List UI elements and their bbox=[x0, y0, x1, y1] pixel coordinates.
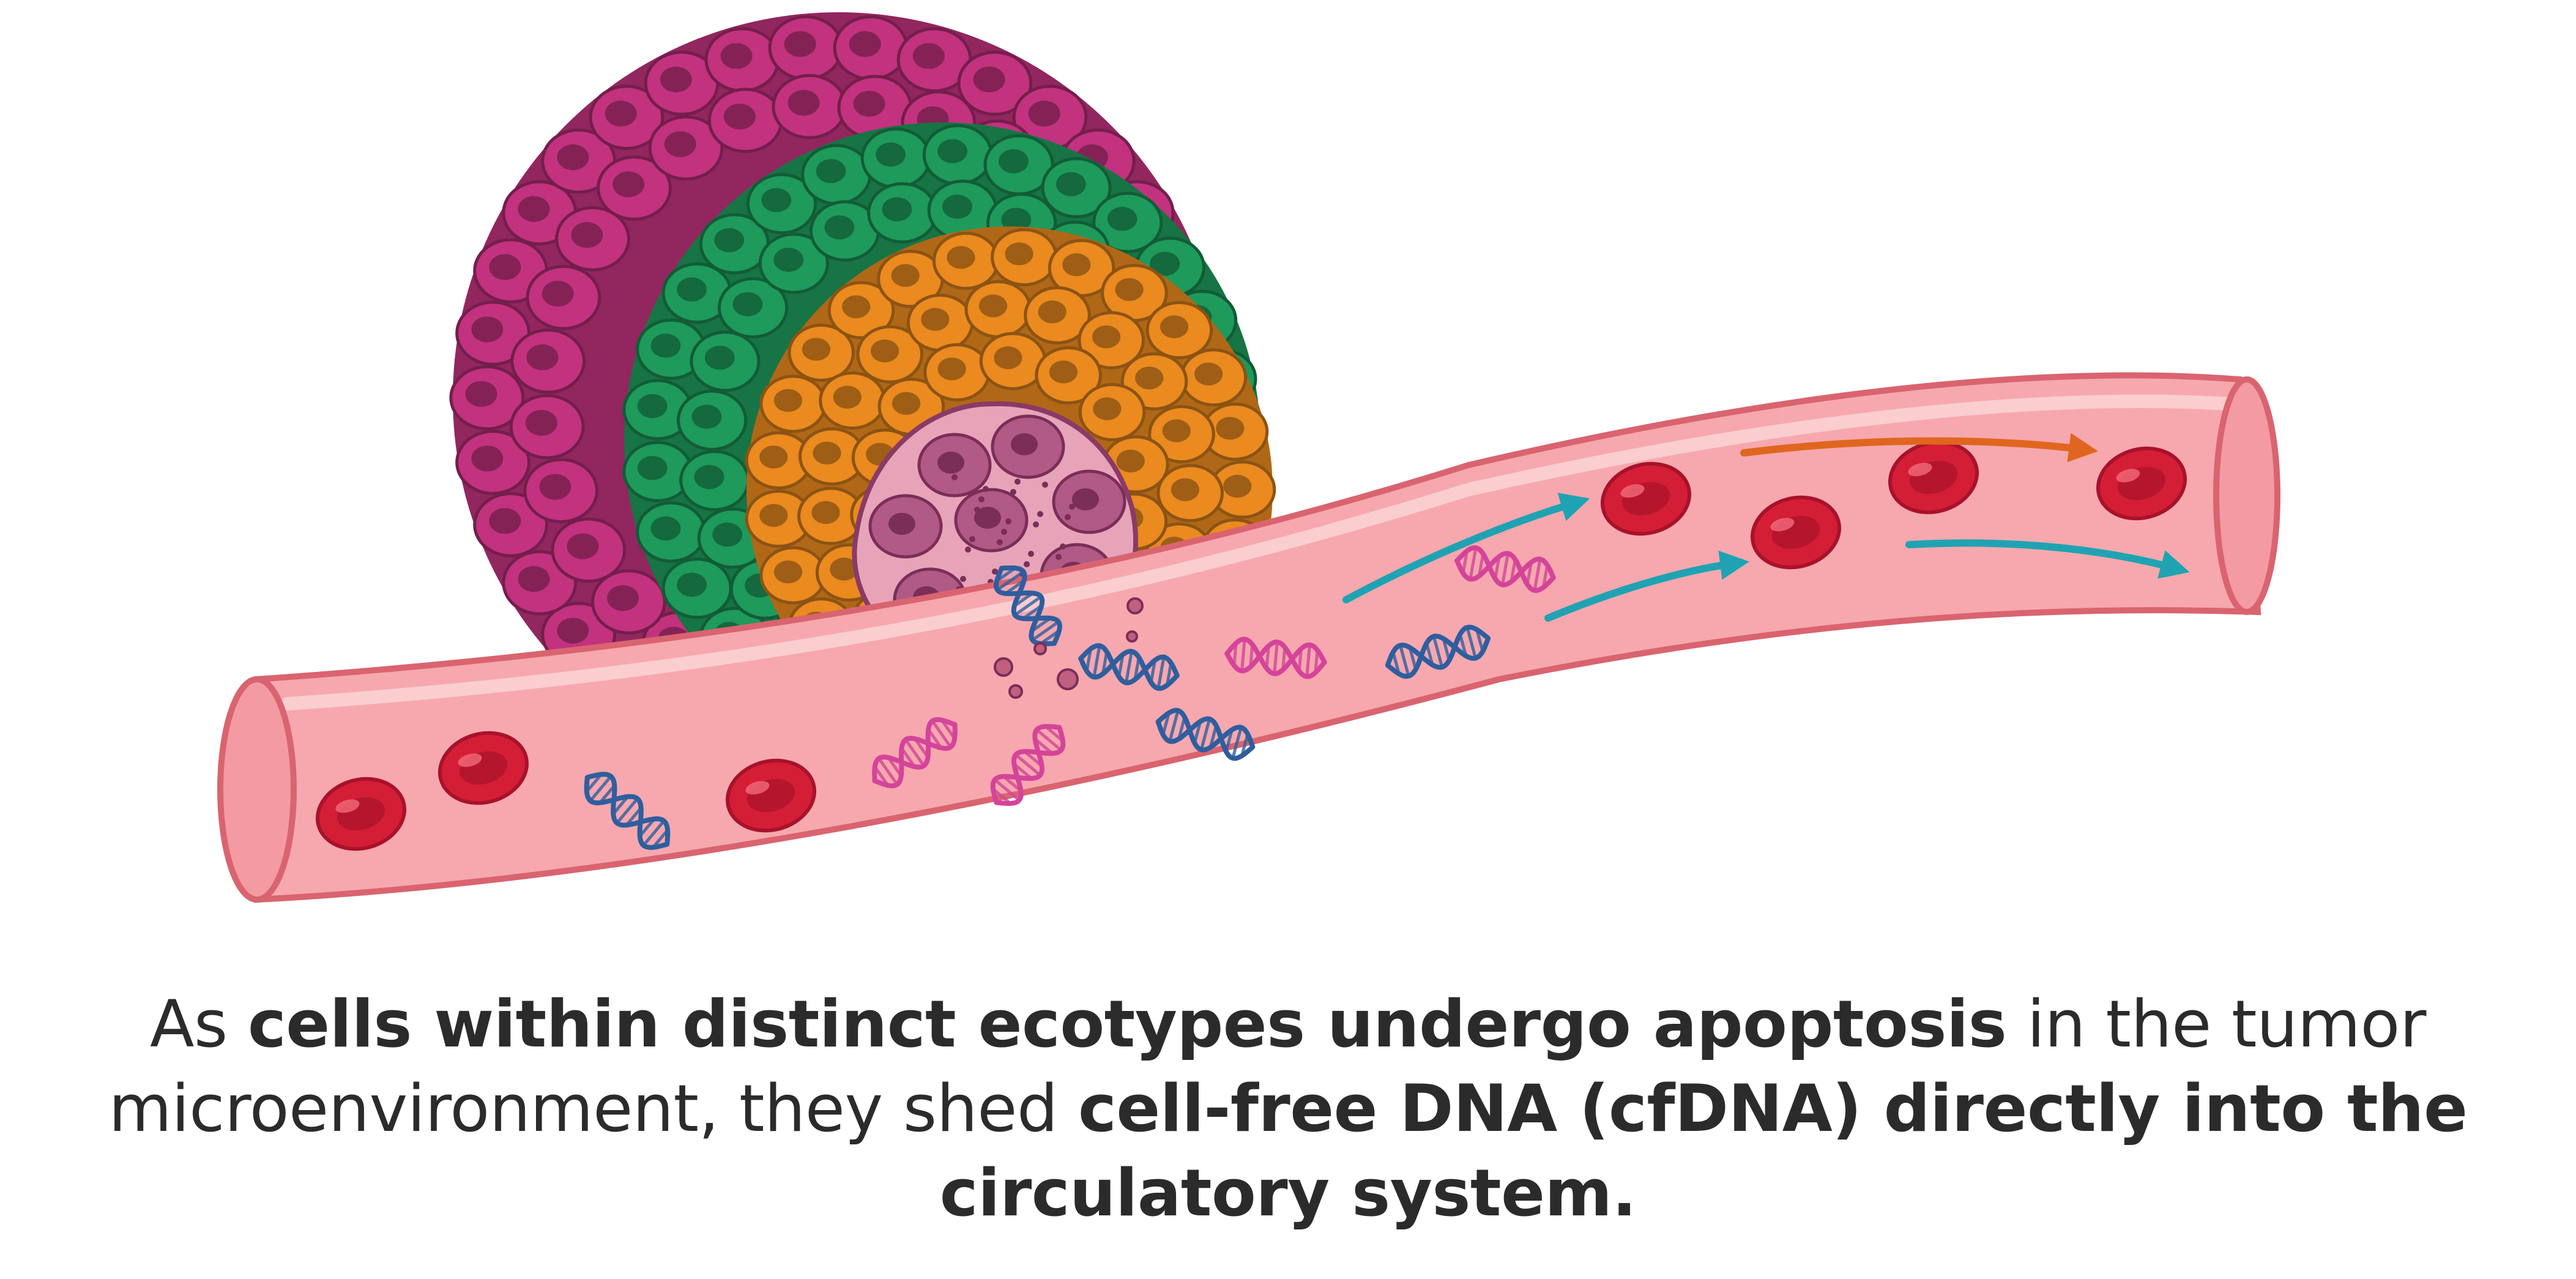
debris-particle bbox=[1057, 668, 1079, 690]
dna-helix-icon bbox=[1454, 545, 1556, 594]
red-blood-cell-icon bbox=[2096, 446, 2187, 521]
flow-arrow-icon bbox=[1342, 493, 1590, 603]
debris-particle bbox=[1126, 597, 1144, 614]
dna-helix-icon bbox=[990, 724, 1066, 806]
debris-particle bbox=[1033, 642, 1047, 655]
flow-arrow-icon bbox=[1740, 433, 2099, 463]
figure-caption: As cells within distinct ecotypes underg… bbox=[37, 982, 2539, 1236]
red-blood-cell-icon bbox=[315, 777, 407, 851]
flow-arrow-icon bbox=[1905, 539, 2190, 579]
flow-arrow-icon bbox=[1544, 550, 1750, 622]
dna-helix-icon bbox=[872, 717, 958, 789]
dna-helix-icon bbox=[1385, 624, 1491, 679]
tumor-cfdna-illustration bbox=[217, 12, 2280, 903]
caption-text: in the tumor microenvironment, they shed bbox=[108, 986, 2426, 1146]
debris-particle bbox=[994, 657, 1013, 677]
dna-helix-icon bbox=[1155, 707, 1256, 761]
cfdna-fragments bbox=[584, 545, 1556, 850]
red-blood-cells bbox=[315, 440, 2187, 851]
caption-text: As bbox=[150, 986, 248, 1062]
caption-bold-text: cell-free DNA (cfDNA) directly into the … bbox=[939, 1071, 2468, 1231]
dna-helix-icon bbox=[1224, 636, 1327, 679]
dna-helix-icon bbox=[1078, 643, 1180, 692]
red-blood-cell-icon bbox=[437, 731, 529, 805]
blood-flow-arrows bbox=[1342, 433, 2190, 622]
dna-helix-icon bbox=[993, 565, 1063, 647]
debris-particle bbox=[1008, 684, 1023, 699]
red-blood-cell-icon bbox=[725, 758, 817, 833]
apoptotic-debris bbox=[994, 597, 1144, 699]
caption-bold-text: cells within distinct ecotypes undergo a… bbox=[247, 986, 2007, 1062]
debris-particle bbox=[1126, 630, 1138, 643]
red-blood-cell-icon bbox=[1600, 461, 1692, 536]
dna-helix-icon bbox=[584, 772, 671, 850]
red-blood-cell-icon bbox=[1750, 495, 1842, 570]
